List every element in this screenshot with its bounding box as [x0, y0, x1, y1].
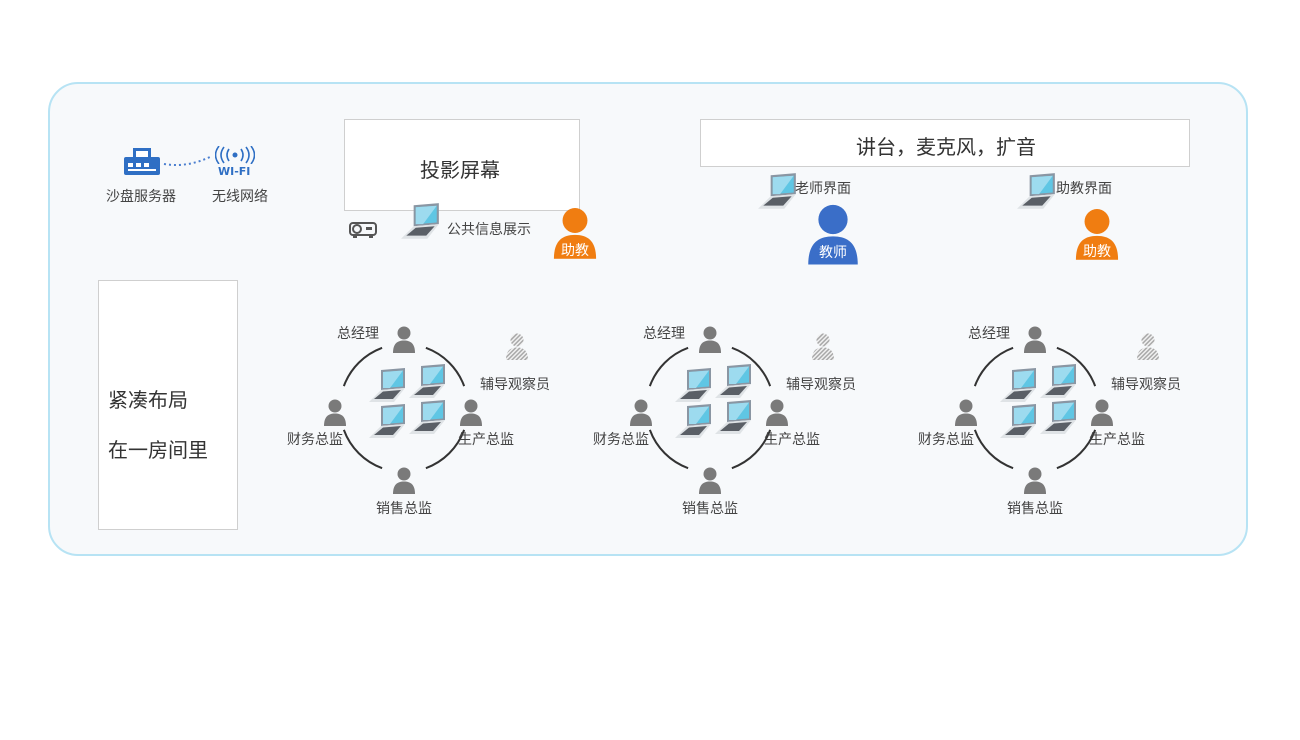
ring-arc: [973, 429, 1014, 470]
team-laptop-icon: [714, 400, 754, 436]
ring-arc: [425, 429, 466, 470]
sales-person-icon: [698, 465, 722, 495]
finance-label: 财务总监: [287, 432, 343, 448]
team-laptop-icon: [999, 368, 1039, 404]
team-laptop-icon: [999, 404, 1039, 440]
teacher-ui-label: 老师界面: [795, 181, 851, 197]
ring-arc: [973, 346, 1014, 387]
public-display-laptop-icon: [400, 203, 442, 241]
ring-arc: [342, 346, 383, 387]
ceo-person-icon: [1023, 324, 1047, 354]
ring-arc: [342, 429, 383, 470]
ring-arc: [425, 346, 466, 387]
ring-arc: [731, 429, 772, 470]
team-ring-arcs: [342, 346, 466, 470]
team-laptop-icon: [368, 404, 408, 440]
ring-arc: [648, 346, 689, 387]
projection-screen-label: 投影屏幕: [420, 158, 500, 182]
assistant-laptop-icon: [1016, 173, 1058, 211]
team-laptop-icon: [408, 364, 448, 400]
finance-label: 财务总监: [593, 432, 649, 448]
ring-arc: [1056, 346, 1097, 387]
ceo-label: 总经理: [337, 326, 379, 342]
team-laptop-icon: [674, 404, 714, 440]
team-ring-arcs: [648, 346, 772, 470]
finance-person-icon: [954, 397, 978, 427]
projector-icon: [349, 222, 377, 238]
team-laptop-icon: [1039, 364, 1079, 400]
layout-note-line1: 紧凑布局: [108, 388, 188, 412]
team-laptop-icon: [408, 400, 448, 436]
production-label: 生产总监: [1089, 432, 1145, 448]
observer-icon: [1136, 331, 1160, 361]
team-laptop-icon: [714, 364, 754, 400]
team-laptop-icon: [674, 368, 714, 404]
observer-label: 辅导观察员: [480, 377, 550, 393]
public-display-label: 公共信息展示: [447, 222, 531, 238]
ceo-label: 总经理: [968, 326, 1010, 342]
projection-screen: [344, 119, 580, 211]
ceo-label: 总经理: [643, 326, 685, 342]
ring-arc: [731, 346, 772, 387]
server-icon: [124, 148, 160, 175]
ring-arc: [648, 429, 689, 470]
layout-note-box: [98, 280, 238, 530]
observer-icon: [505, 331, 529, 361]
finance-person-icon: [629, 397, 653, 427]
team-laptop-icon: [1039, 400, 1079, 436]
production-label: 生产总监: [764, 432, 820, 448]
podium-label: 讲台，麦克风，扩音: [856, 135, 1036, 159]
wifi-text: WI-FI: [218, 165, 251, 178]
production-person-icon: [765, 397, 789, 427]
ceo-person-icon: [698, 324, 722, 354]
wifi-label: 无线网络: [212, 189, 268, 205]
observer-label: 辅导观察员: [786, 377, 856, 393]
finance-person-icon: [323, 397, 347, 427]
sales-label: 销售总监: [376, 501, 432, 517]
podium-bar: [700, 119, 1190, 167]
network-link-line: [163, 155, 213, 166]
layout-note-line2: 在一房间里: [108, 438, 208, 462]
ceo-person-icon: [392, 324, 416, 354]
production-person-icon: [1090, 397, 1114, 427]
team-laptop-icon: [368, 368, 408, 404]
assistant-label: 助教: [561, 243, 589, 259]
ring-arc: [1056, 429, 1097, 470]
sales-label: 销售总监: [1007, 501, 1063, 517]
teacher-laptop-icon: [757, 173, 799, 211]
server-label: 沙盘服务器: [106, 189, 176, 205]
production-label: 生产总监: [458, 432, 514, 448]
team-ring-arcs: [973, 346, 1097, 470]
wifi-icon: [215, 146, 255, 164]
production-person-icon: [459, 397, 483, 427]
finance-label: 财务总监: [918, 432, 974, 448]
sales-person-icon: [1023, 465, 1047, 495]
observer-label: 辅导观察员: [1111, 377, 1181, 393]
assistant-ui-label: 助教界面: [1056, 181, 1112, 197]
sales-person-icon: [392, 465, 416, 495]
teacher-label: 教师: [819, 245, 847, 261]
sales-label: 销售总监: [682, 501, 738, 517]
observer-icon: [811, 331, 835, 361]
assistant-label: 助教: [1083, 244, 1111, 260]
